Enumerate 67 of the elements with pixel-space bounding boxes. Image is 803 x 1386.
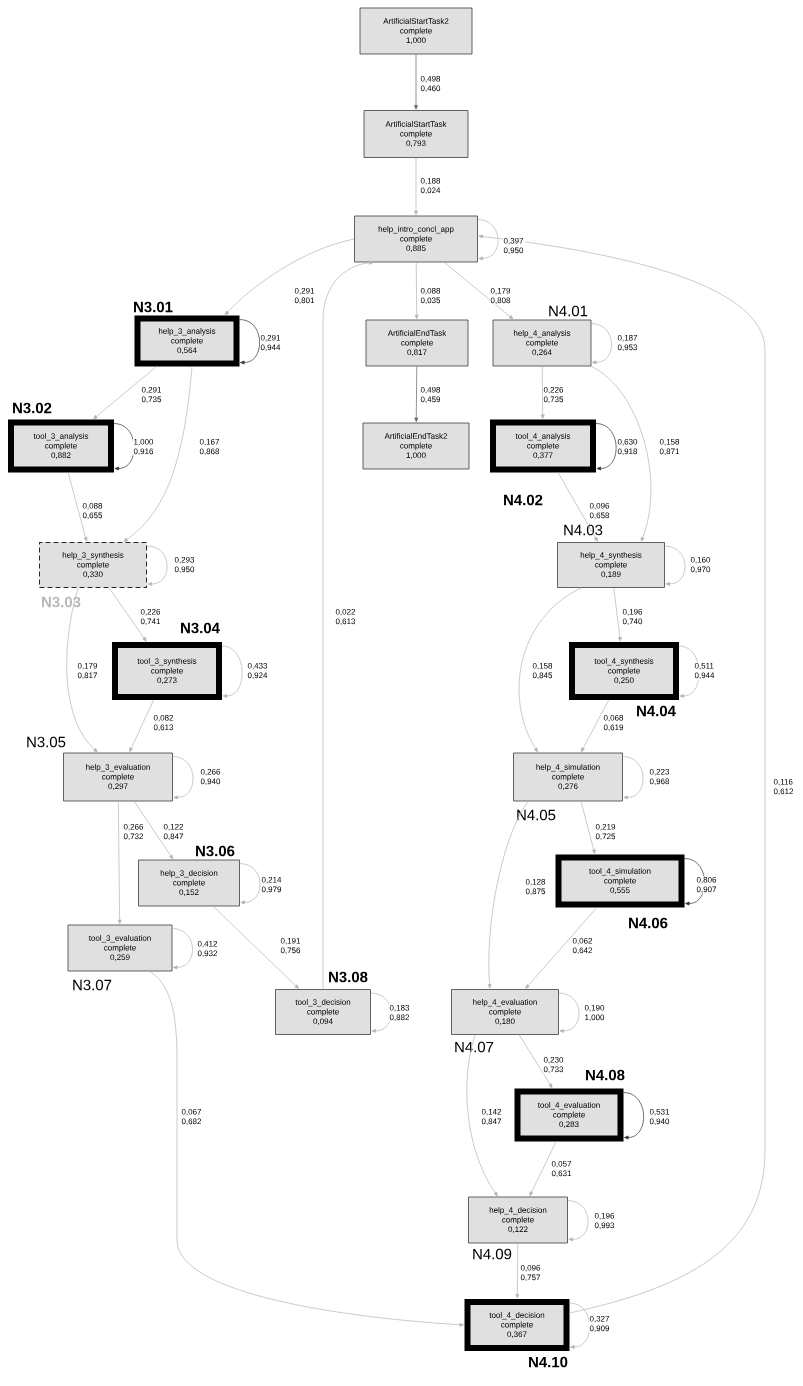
arrow bbox=[414, 54, 418, 110]
arrow bbox=[529, 1141, 557, 1197]
arrow bbox=[613, 587, 622, 642]
loop-arrow bbox=[239, 863, 261, 905]
arrow bbox=[129, 699, 154, 753]
node-id-label: N4.04 bbox=[637, 705, 676, 717]
node-id-label: N3.06 bbox=[196, 845, 235, 857]
arrow bbox=[525, 907, 598, 989]
arrow bbox=[322, 260, 374, 990]
arrow bbox=[66, 587, 98, 753]
arrow bbox=[540, 366, 545, 419]
arrow bbox=[224, 238, 355, 316]
loop-arrow bbox=[591, 323, 612, 365]
arrow bbox=[478, 234, 766, 1314]
node-id-label: N3.02 bbox=[13, 402, 52, 414]
node-id-label: N4.07 bbox=[455, 1041, 494, 1053]
arrow bbox=[487, 801, 529, 989]
arrow bbox=[557, 472, 598, 542]
arrow bbox=[134, 801, 174, 860]
node-id-label: N3.01 bbox=[134, 301, 173, 313]
arrow bbox=[580, 699, 610, 753]
loop-arrow bbox=[146, 545, 168, 586]
loop-arrow bbox=[569, 1302, 590, 1349]
loop-arrow bbox=[113, 423, 135, 471]
arrow bbox=[591, 366, 652, 542]
arrow bbox=[117, 801, 122, 924]
node-id-label: N3.04 bbox=[181, 622, 220, 634]
arrow bbox=[108, 587, 147, 642]
loop-arrow bbox=[567, 1200, 589, 1242]
loop-arrow bbox=[172, 928, 193, 970]
node-id-label: N4.01 bbox=[549, 305, 588, 317]
loop-arrow bbox=[623, 1092, 644, 1140]
loop-arrow bbox=[370, 992, 392, 1033]
loop-arrow bbox=[239, 319, 260, 365]
arrow bbox=[123, 366, 193, 542]
node-id-label: N4.05 bbox=[517, 809, 556, 821]
loop-arrow bbox=[622, 756, 644, 800]
loop-arrow bbox=[684, 858, 705, 906]
loop-arrow bbox=[558, 992, 580, 1033]
node-id-label: N4.02 bbox=[504, 494, 543, 506]
node-id-label: N4.08 bbox=[586, 1069, 625, 1081]
arrow bbox=[414, 366, 419, 422]
loop-arrow bbox=[664, 545, 686, 586]
arrow bbox=[466, 1034, 498, 1197]
node-id-label: N4.03 bbox=[564, 524, 603, 536]
arrow bbox=[212, 906, 299, 989]
node-id-label: N4.09 bbox=[473, 1248, 512, 1260]
arrow bbox=[149, 971, 464, 1327]
arrow bbox=[515, 1243, 520, 1299]
node-id-label: N3.05 bbox=[27, 736, 66, 748]
node-id-label: N3.03 bbox=[42, 596, 81, 608]
node-id-label: N4.10 bbox=[529, 1356, 568, 1368]
loop-arrow bbox=[172, 756, 194, 800]
arrow bbox=[444, 262, 514, 320]
node-id-label: N3.08 bbox=[329, 971, 368, 983]
node-id-label: N4.06 bbox=[629, 917, 668, 929]
arrow bbox=[580, 801, 596, 854]
loop-arrow bbox=[595, 423, 617, 471]
loop-arrow bbox=[477, 219, 499, 261]
arrow bbox=[93, 366, 157, 420]
node-id-label: N3.07 bbox=[73, 979, 112, 991]
arrow bbox=[414, 262, 419, 319]
arrow bbox=[518, 1034, 553, 1089]
loop-arrow bbox=[221, 645, 243, 698]
loop-arrow bbox=[678, 645, 700, 698]
arrow bbox=[67, 472, 88, 542]
arrow bbox=[518, 587, 582, 753]
